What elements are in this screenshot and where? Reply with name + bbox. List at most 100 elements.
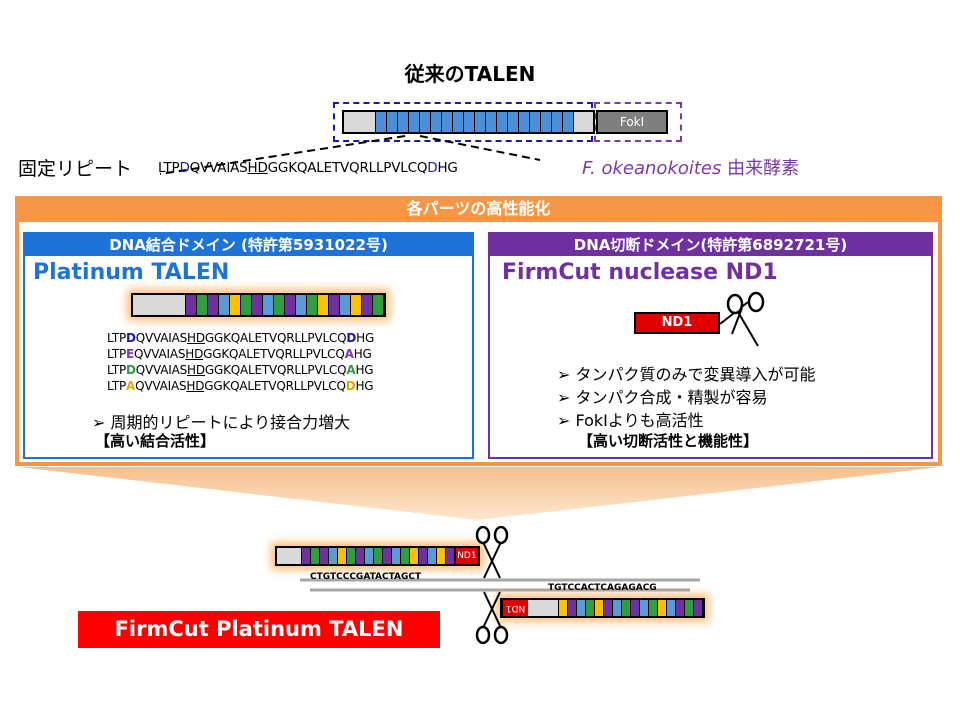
scissors-icon xyxy=(719,291,765,347)
nuclease-header: DNA切断ドメイン(特許第6892721号) xyxy=(490,234,931,256)
repeat-segment xyxy=(372,295,383,315)
repeat-segment xyxy=(417,548,427,564)
repeat-segment xyxy=(463,112,475,132)
assembled-talen-right: ND1 xyxy=(500,598,705,618)
scissors-icon xyxy=(475,526,509,579)
platinum-sequence-1: LTPDQVVAIASHDGGKQALETVQRLLPVLCQDHG xyxy=(107,331,375,345)
repeat-segment xyxy=(361,295,372,315)
repeat-segment xyxy=(284,295,295,315)
repeat-segment xyxy=(419,112,431,132)
repeat-segment xyxy=(485,112,497,132)
dna-sequence-top: CTGTCCCGATACTAGCT xyxy=(310,572,422,582)
bar-c-terminus xyxy=(453,548,455,564)
repeat-segment xyxy=(612,600,621,616)
repeat-segment xyxy=(328,295,339,315)
repeat-segment xyxy=(675,600,684,616)
conventional-repeat-bar xyxy=(342,110,595,134)
repeat-segment xyxy=(648,600,657,616)
repeat-segment xyxy=(576,600,585,616)
repeat-segment xyxy=(327,548,337,564)
bar-n-terminus xyxy=(133,295,185,315)
repeat-segment xyxy=(318,548,328,564)
nuclease-bullet-1: ➢ タンパク質のみで変異導入が可能 xyxy=(557,365,816,384)
repeat-segment xyxy=(444,548,454,564)
repeat-segment xyxy=(567,600,576,616)
repeat-segment xyxy=(336,548,346,564)
nuclease-bullet-2: ➢ タンパク合成・精製が容易 xyxy=(557,388,768,407)
repeat-segment xyxy=(375,112,387,132)
repeat-segment xyxy=(408,548,418,564)
repeat-segment xyxy=(251,295,262,315)
repeat-segment xyxy=(435,548,445,564)
bar-n-terminus xyxy=(344,112,376,132)
repeat-segment xyxy=(452,112,464,132)
platinum-sequence-4: LTPAQVVAIASHDGGKQALETVQRLLPVLCQDHG xyxy=(107,379,374,393)
dna-binding-effect: 【高い結合活性】 xyxy=(95,432,216,450)
repeat-segment xyxy=(630,600,639,616)
repeat-segment xyxy=(639,600,648,616)
repeat-segment xyxy=(666,600,675,616)
repeat-segment xyxy=(386,112,398,132)
repeat-segment xyxy=(408,112,420,132)
repeat-segment xyxy=(345,548,355,564)
assembled-talen-left: ND1 xyxy=(275,546,480,566)
firmcut-platinum-talen-label: FirmCut Platinum TALEN xyxy=(78,611,440,648)
repeat-segment xyxy=(518,112,530,132)
repeat-segment xyxy=(441,112,453,132)
repeat-segment xyxy=(306,295,317,315)
fixed-repeat-sequence: LTPDQVVAIASHDGGKQALETVQRLLPVLCQDHG xyxy=(158,160,458,176)
repeat-segment xyxy=(381,548,391,564)
repeat-segment xyxy=(585,600,594,616)
repeat-segment xyxy=(430,112,442,132)
repeat-segment xyxy=(399,548,409,564)
repeat-segment xyxy=(240,295,251,315)
repeat-segment xyxy=(474,112,486,132)
repeat-segment xyxy=(603,600,612,616)
repeat-segment xyxy=(390,548,400,564)
repeat-segment xyxy=(372,548,382,564)
repeat-segment xyxy=(594,600,603,616)
bar-n-terminus xyxy=(702,600,703,616)
repeat-segment xyxy=(529,112,541,132)
repeat-segment xyxy=(693,600,702,616)
nd1-domain-small: ND1 xyxy=(454,548,478,564)
nd1-domain: ND1 xyxy=(634,312,720,334)
repeat-segment xyxy=(309,548,319,564)
repeat-segment xyxy=(185,295,196,315)
repeat-segment xyxy=(397,112,409,132)
foki-domain: FokI xyxy=(596,110,668,134)
repeat-segment xyxy=(426,548,436,564)
repeat-segment xyxy=(262,295,273,315)
repeat-segment xyxy=(295,295,306,315)
repeat-segment xyxy=(317,295,328,315)
bar-c-terminus xyxy=(383,295,384,315)
repeat-segment xyxy=(657,600,666,616)
repeat-segment xyxy=(496,112,508,132)
repeat-segment xyxy=(507,112,519,132)
bar-c-terminus xyxy=(528,600,558,616)
repeat-segment xyxy=(562,112,574,132)
repeat-segment xyxy=(273,295,284,315)
nuclease-bullet-3: ➢ FokIよりも高活性 xyxy=(557,411,704,430)
dna-binding-panel xyxy=(23,232,474,459)
repeat-segment xyxy=(339,295,350,315)
repeat-segment xyxy=(196,295,207,315)
platinum-sequence-3: LTPDQVVAIASHDGGKQALETVQRLLPVLCQAHG xyxy=(107,363,374,377)
fok-dashed-box xyxy=(594,102,682,142)
repeat-segment xyxy=(229,295,240,315)
bar-n-terminus xyxy=(277,548,301,564)
repeat-segment xyxy=(551,112,563,132)
platinum-sequence-2: LTPEQVVAIASHDGGKQALETVQRLLPVLCQAHG xyxy=(107,347,372,361)
dna-binding-bullet: ➢ 周期的リピートにより接合力増大 xyxy=(92,413,351,432)
firmcut-nuclease-title: FirmCut nuclease ND1 xyxy=(502,260,778,285)
repeat-segment xyxy=(363,548,373,564)
fixed-repeat-label: 固定リピート xyxy=(18,158,133,180)
repeat-segment xyxy=(621,600,630,616)
platinum-talen-title: Platinum TALEN xyxy=(33,260,230,285)
repeat-segment xyxy=(558,600,567,616)
dna-binding-header: DNA結合ドメイン (特許第5931022号) xyxy=(25,234,472,256)
nuclease-effect: 【高い切断活性と機能性】 xyxy=(578,432,759,450)
